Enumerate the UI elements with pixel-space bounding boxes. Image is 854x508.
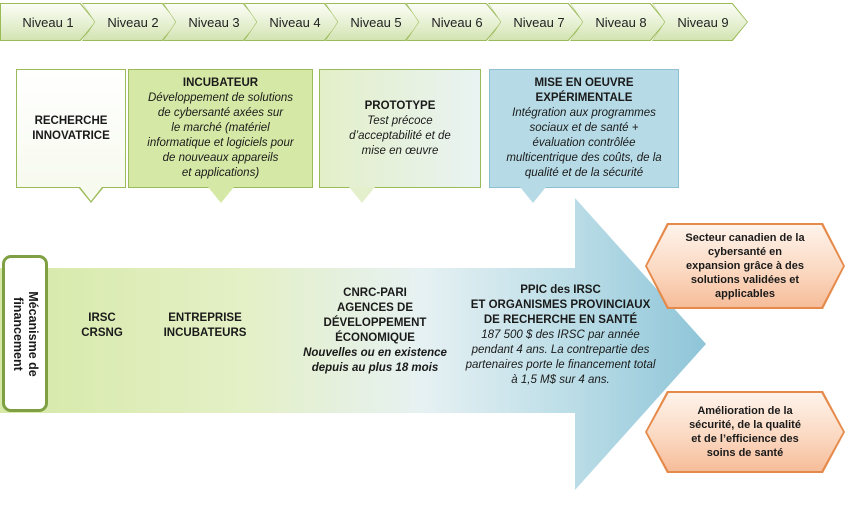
stage-title: INCUBATEUR xyxy=(182,77,259,89)
stage-mise-en-oeuvre-tail xyxy=(520,187,546,203)
stage-body-line: évaluation contrôlée xyxy=(532,137,636,149)
funding-body-line: 187 500 $ des IRSC par année xyxy=(481,329,640,341)
outcome-line: expansion grâce à des xyxy=(686,260,804,272)
level-label: Niveau 8 xyxy=(595,14,647,30)
funding-mechanism-text: Mécanisme de financement xyxy=(10,291,40,376)
outcome-line: cybersanté en xyxy=(708,246,782,258)
level-label: Niveau 1 xyxy=(22,14,74,30)
funding-line: AGENCES DE xyxy=(336,302,414,314)
stage-title: MISE EN OEUVRE xyxy=(534,77,634,89)
level-7-chevron: Niveau 7 xyxy=(489,4,583,40)
stage-body-line: Développement de solutions xyxy=(147,92,294,104)
funding-body-line: pendant 4 ans. La contrepartie des xyxy=(471,344,650,356)
level-4-chevron: Niveau 4 xyxy=(245,4,339,40)
stage-body-line: le marché (matériel xyxy=(171,122,270,134)
funding-line: DE RECHERCHE EN SANTÉ xyxy=(483,314,638,326)
level-label: Niveau 6 xyxy=(431,14,483,30)
stage-recherche-tail xyxy=(80,187,102,201)
level-label: Niveau 9 xyxy=(677,14,729,30)
level-1-chevron: Niveau 1 xyxy=(1,4,95,40)
funding-line: PPIC des IRSC xyxy=(520,284,601,296)
funding-line: ÉCONOMIQUE xyxy=(335,332,415,344)
funding-line: ENTREPRISE xyxy=(168,312,242,324)
outcome-line: Amélioration de la xyxy=(697,405,793,417)
funding-body-line: à 1,5 M$ sur 4 ans. xyxy=(511,374,610,386)
outcome-secteur: Secteur canadien de la cybersanté en exp… xyxy=(647,225,843,307)
stage-body-line: multicentrique des coûts, de la xyxy=(506,152,662,164)
outcome-line: Secteur canadien de la xyxy=(685,232,805,244)
level-label: Niveau 2 xyxy=(107,14,159,30)
funding-entreprise: ENTREPRISE INCUBATEURS xyxy=(150,311,260,341)
stage-body-line: d’acceptabilité et de xyxy=(349,129,451,142)
funding-line: CNRC-PARI xyxy=(343,287,407,299)
level-6-chevron: Niveau 6 xyxy=(407,4,501,40)
funding-irsc-crsng: IRSC CRSNG xyxy=(62,311,142,341)
stage-body-line: Test précoce xyxy=(367,114,433,127)
level-label: Niveau 3 xyxy=(188,14,240,30)
stage-body-line: mise en œuvre xyxy=(361,144,439,157)
side-label-line: Mécanisme de xyxy=(26,290,40,377)
stage-title: EXPÉRIMENTALE xyxy=(535,92,633,104)
level-label: Niveau 7 xyxy=(513,14,565,30)
stage-body-line: Intégration aux programmes xyxy=(512,107,656,119)
stage-body-line: qualité et de la sécurité xyxy=(524,167,644,179)
side-label-line: financement xyxy=(11,296,25,371)
stage-body-line: de nouveaux appareils xyxy=(162,152,279,164)
funding-cnrc-pari: CNRC-PARI AGENCES DE DÉVELOPPEMENT ÉCONO… xyxy=(295,286,455,376)
outcome-line: solutions validées et xyxy=(690,274,800,286)
funding-line: ET ORGANISMES PROVINCIAUX xyxy=(470,299,651,311)
level-5-chevron: Niveau 5 xyxy=(326,4,420,40)
stage-prototype-tail xyxy=(349,187,375,203)
funding-ppic: PPIC des IRSC ET ORGANISMES PROVINCIAUX … xyxy=(458,283,663,388)
level-9-chevron: Niveau 9 xyxy=(653,4,747,40)
stage-body-line: de cybersanté axées sur xyxy=(157,107,284,119)
funding-italic-line: Nouvelles ou en existence xyxy=(303,347,447,359)
stage-body-line: informatique et logiciels pour xyxy=(147,137,294,149)
outcome-line: sécurité, de la qualité xyxy=(689,419,801,431)
level-label: Niveau 4 xyxy=(269,14,321,30)
outcome-line: soins de santé xyxy=(706,447,784,459)
funding-line: DÉVELOPPEMENT xyxy=(323,317,427,329)
level-3-chevron: Niveau 3 xyxy=(164,4,258,40)
stage-body-line: et applications) xyxy=(181,167,260,179)
stage-title: PROTOTYPE xyxy=(364,99,436,112)
funding-italic-line: depuis au plus 18 mois xyxy=(311,362,439,374)
stage-title: RECHERCHE xyxy=(34,114,108,127)
stage-recherche: RECHERCHE INNOVATRICE xyxy=(16,69,126,188)
stage-prototype: PROTOTYPE Test précoce d’acceptabilité e… xyxy=(319,69,481,188)
stage-body-line: sociaux et de santé + xyxy=(529,122,639,134)
funding-line: INCUBATEURS xyxy=(163,327,247,339)
stage-incubateur: INCUBATEUR Développement de solutions de… xyxy=(128,69,313,188)
stage-mise-en-oeuvre: MISE EN OEUVRE EXPÉRIMENTALE Intégration… xyxy=(489,69,679,188)
level-2-chevron: Niveau 2 xyxy=(83,4,177,40)
outcome-line: et de l’efficience des xyxy=(691,433,799,445)
funding-line: CRSNG xyxy=(81,327,123,339)
funding-mechanism-label: Mécanisme de financement xyxy=(2,255,48,412)
funding-line: IRSC xyxy=(88,312,116,324)
level-8-chevron: Niveau 8 xyxy=(571,4,665,40)
outcome-line: applicables xyxy=(715,288,775,300)
stage-incubateur-tail xyxy=(208,187,234,203)
stage-title: INNOVATRICE xyxy=(32,129,110,142)
funding-body-line: partenaires porte le financement total xyxy=(465,359,656,371)
outcome-amelioration: Amélioration de la sécurité, de la quali… xyxy=(647,393,843,471)
level-label: Niveau 5 xyxy=(350,14,402,30)
